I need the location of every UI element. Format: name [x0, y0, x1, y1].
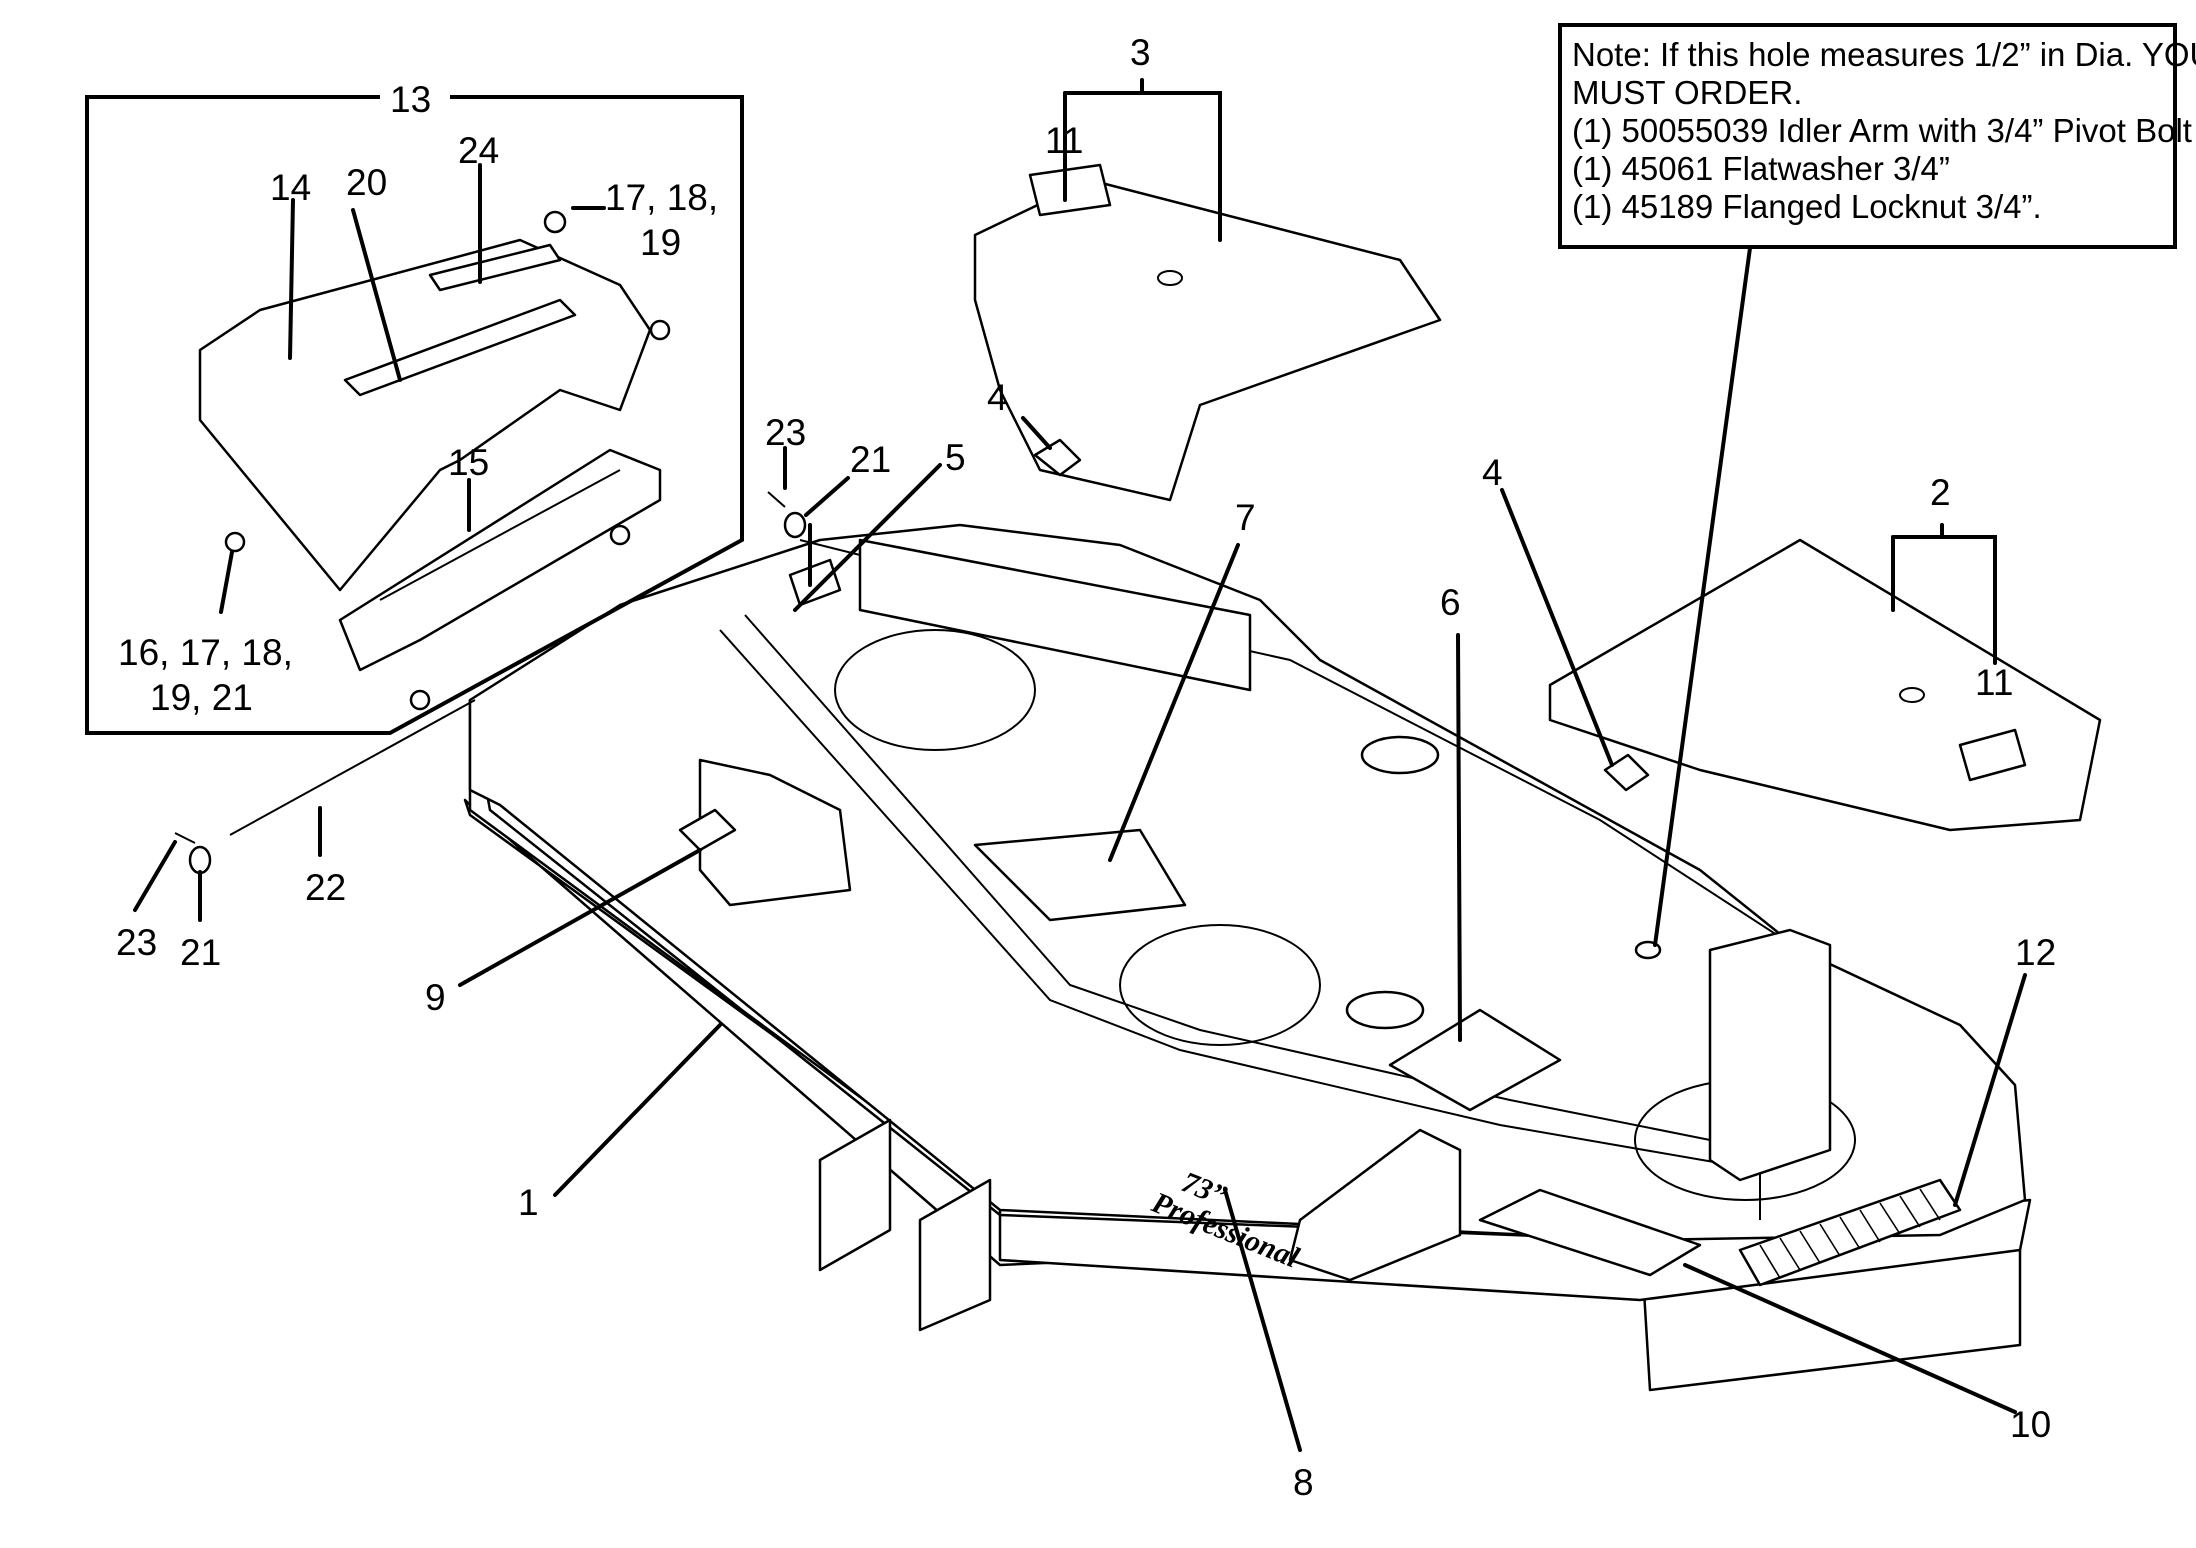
- left-cover-decal: [1028, 163, 1112, 217]
- washer-top: [649, 319, 671, 341]
- bolt-16: [224, 531, 246, 553]
- deck-top-surface: [468, 523, 2027, 1242]
- decal-6: [1388, 1008, 1562, 1112]
- bracket-15: [338, 448, 662, 672]
- knob-left: [1033, 438, 1082, 477]
- callout-14: 14: [270, 167, 311, 208]
- left-cover-hole: [1157, 270, 1183, 286]
- washer-21-top: [783, 511, 807, 539]
- order-note: Note: If this hole measures 1/2” in Dia.…: [1558, 23, 2196, 249]
- left-belt-cover-shape: [973, 178, 1442, 502]
- rear-baffle: [858, 538, 1252, 692]
- note-line-3: (1) 50055039 Idler Arm with 3/4” Pivot B…: [1572, 112, 2192, 149]
- note-line-5: (1) 45189 Flanged Locknut 3/4”.: [1572, 188, 2042, 225]
- callout-21-left: 21: [180, 932, 221, 973]
- callout-1: 1: [518, 1182, 539, 1223]
- right-belt-cover: [1548, 538, 2102, 832]
- callout-9: 9: [425, 977, 446, 1018]
- callout-16-line1: 16, 17, 18,: [118, 632, 293, 673]
- spindle-opening-left: [834, 629, 1036, 751]
- note-line-1: Note: If this hole measures 1/2” in Dia.…: [1572, 36, 2196, 73]
- deck-assembly: 73” Professional: [463, 523, 2032, 1392]
- callout-23-top: 23: [765, 412, 806, 453]
- front-baffle: [1288, 1128, 1462, 1282]
- gauge-bracket-left: [818, 1118, 892, 1272]
- callout-7: 7: [1235, 497, 1256, 538]
- right-cover-hole: [1899, 687, 1925, 703]
- callout-11-right: 11: [1975, 662, 2013, 703]
- clamp-plate-20: [343, 298, 577, 397]
- leader-lines: [133, 78, 2027, 1452]
- pin-23-left: [174, 832, 196, 844]
- callout-labels: 3 11 4 4 2 11 6 7 5 9 1 8 10 12 13 14 20…: [116, 32, 2056, 1503]
- washer-21-left: [188, 845, 212, 875]
- callout-21-top: 21: [850, 439, 891, 480]
- left-belt-cover: [973, 163, 1442, 502]
- discharge-grille: [1738, 1178, 1962, 1287]
- callout-12: 12: [2015, 932, 2056, 973]
- right-baffle: [1708, 928, 1832, 1182]
- inset-13-group: [85, 95, 744, 735]
- callout-4-left: 4: [987, 377, 1008, 418]
- decal-10: [1478, 1188, 1702, 1277]
- right-cover-decal: [1958, 728, 2027, 782]
- callout-10: 10: [2010, 1404, 2051, 1445]
- bolt-17-top: [543, 210, 567, 234]
- decal-5: [788, 558, 842, 607]
- rod-22: [229, 699, 476, 836]
- callout-13: 13: [390, 79, 431, 120]
- callout-2: 2: [1930, 472, 1951, 513]
- nut-1: [609, 524, 631, 546]
- callout-3: 3: [1130, 32, 1151, 73]
- pin-23-top: [767, 491, 786, 508]
- deck-center-ridge: [719, 629, 1761, 1220]
- note-line-2: MUST ORDER.: [1572, 74, 1802, 111]
- callout-11-left: 11: [1045, 120, 1083, 161]
- nut-2: [409, 689, 431, 711]
- decal-9: [678, 808, 737, 852]
- left-baffle-arm: [698, 758, 852, 907]
- callout-8: 8: [1293, 1462, 1314, 1503]
- bracket-15-rod: [379, 469, 621, 601]
- callout-5: 5: [945, 437, 966, 478]
- callout-16-line2: 19, 21: [150, 677, 253, 718]
- knob-right: [1603, 753, 1650, 792]
- gauge-bracket-center: [918, 1178, 992, 1332]
- callout-17-line1: 17, 18,: [605, 177, 718, 218]
- pulley-rear: [1360, 735, 1440, 775]
- spindle-opening-center: [1119, 924, 1321, 1046]
- callout-24: 24: [458, 130, 499, 171]
- inset-13-box: [85, 95, 744, 735]
- decal-7: [973, 828, 1187, 922]
- callout-4-right: 4: [1482, 452, 1503, 493]
- deck-center-ridge-2: [744, 614, 1761, 1151]
- plate-24: [428, 243, 562, 292]
- deck-front-skirt: [463, 798, 2022, 1392]
- callout-6: 6: [1440, 582, 1461, 623]
- callout-23-left: 23: [116, 922, 157, 963]
- note-line-4: (1) 45061 Flatwasher 3/4”: [1572, 150, 1950, 187]
- callout-15: 15: [448, 442, 489, 483]
- note-box: [1558, 23, 2177, 249]
- callout-17-line2: 19: [640, 222, 681, 263]
- pulley-front: [1345, 990, 1425, 1030]
- callout-22: 22: [305, 867, 346, 908]
- callout-20: 20: [346, 162, 387, 203]
